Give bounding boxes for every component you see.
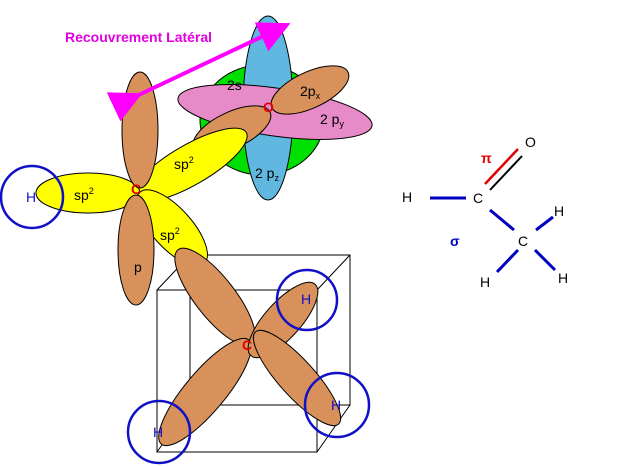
atom-H-top-right: H bbox=[301, 291, 311, 307]
bond-C2-H-top bbox=[535, 215, 554, 232]
atom-O: O bbox=[263, 99, 274, 115]
formula-H-bottom-left: H bbox=[480, 274, 490, 290]
formula-H-left: H bbox=[402, 189, 412, 205]
label-2s: 2s bbox=[227, 77, 242, 93]
label-2py: 2 py bbox=[320, 111, 344, 129]
orbital-p-lower bbox=[117, 194, 155, 306]
hydrogen-rings bbox=[0, 164, 371, 465]
lateral-overlap-arrow bbox=[106, 22, 291, 122]
orbital-lower-down-left bbox=[158, 337, 252, 447]
h-ring-top-right bbox=[275, 268, 339, 332]
formula-C2: C bbox=[518, 233, 528, 249]
atom-H-bottom-left: H bbox=[153, 424, 163, 440]
diagram-title: Recouvrement Latéral bbox=[65, 29, 212, 45]
bond-C1-O-red bbox=[484, 148, 519, 185]
label-sp2-right: sp2 bbox=[174, 155, 194, 172]
atom-C-lower: C bbox=[242, 337, 252, 353]
formula-H-bottom-right: H bbox=[558, 270, 568, 286]
formula-sigma: σ bbox=[450, 233, 460, 249]
bond-C2-H-bottom-left bbox=[495, 248, 520, 274]
h-ring-bottom-right bbox=[303, 371, 371, 439]
h-ring-bottom-left bbox=[126, 399, 192, 465]
atom-H-bottom-right: H bbox=[331, 397, 341, 413]
h-ring-left bbox=[0, 164, 65, 230]
atom-labels: O C C H H H H bbox=[26, 99, 341, 440]
bond-C2-H-bottom-right bbox=[533, 248, 557, 272]
formula-H-top: H bbox=[554, 203, 564, 219]
formula-O: O bbox=[525, 134, 536, 150]
label-p: p bbox=[134, 259, 142, 275]
label-sp2-left: sp2 bbox=[74, 186, 94, 203]
atom-C-upper: C bbox=[131, 181, 141, 197]
formula-C1: C bbox=[473, 190, 483, 206]
bond-C1-C2 bbox=[489, 208, 515, 232]
orbital-labels: 2s 2px 2 py 2 pz sp2 sp2 sp2 p bbox=[74, 77, 344, 275]
atom-H-left: H bbox=[26, 189, 36, 205]
bond-C1-O-black bbox=[489, 155, 523, 191]
structural-formula: H C O π σ C H H H bbox=[402, 134, 568, 290]
label-2px: 2px bbox=[300, 83, 321, 101]
formula-pi: π bbox=[481, 150, 492, 166]
label-sp2-down: sp2 bbox=[160, 226, 180, 243]
label-2pz: 2 pz bbox=[255, 165, 279, 183]
orbital-lower-down-right bbox=[252, 329, 342, 427]
